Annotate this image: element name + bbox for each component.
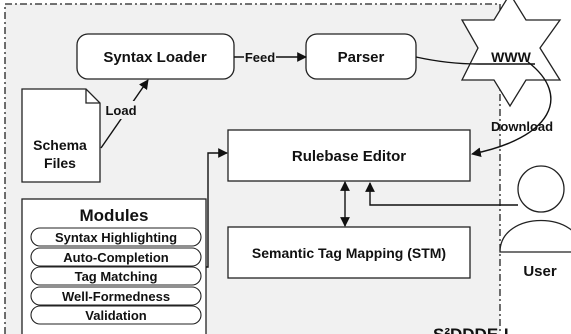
schema-files-node: Schema Files: [21, 88, 101, 183]
rulebase-editor-label: Rulebase Editor: [292, 148, 406, 165]
parser-label: Parser: [338, 49, 385, 66]
modules-title: Modules: [80, 206, 149, 225]
modules-rulebase-arrow: [206, 148, 228, 268]
stm-label: Semantic Tag Mapping (STM): [252, 245, 446, 261]
boundary-label: S²DDDE-I: [433, 325, 509, 334]
module-pill: [30, 286, 202, 306]
schema-files-label-2: Files: [44, 155, 76, 171]
module-label: Tag Matching: [75, 269, 158, 284]
module-label: Syntax Highlighting: [55, 230, 177, 245]
parser-node: Parser: [305, 33, 417, 80]
module-pill: [30, 305, 202, 325]
stm-node: Semantic Tag Mapping (STM): [227, 226, 471, 279]
feed-label: Feed: [245, 50, 275, 65]
parser-www-connector: [415, 56, 535, 65]
user-rulebase-arrow: [365, 182, 518, 206]
www-node: WWW: [460, 0, 562, 108]
schema-files-label-1: Schema: [33, 137, 87, 153]
modules-panel: Modules Syntax Highlighting Auto-Complet…: [21, 198, 207, 334]
download-label: Download: [491, 119, 553, 134]
syntax-loader-label: Syntax Loader: [103, 49, 207, 66]
user-icon: [499, 165, 571, 253]
module-label: Well-Formedness: [62, 289, 170, 304]
www-label: WWW: [491, 49, 531, 65]
user-label: User: [523, 263, 557, 280]
download-arrow: [471, 61, 552, 158]
rulebase-editor-node: Rulebase Editor: [227, 129, 471, 182]
module-pill: [30, 227, 202, 247]
module-pill: [30, 266, 202, 286]
module-label: Validation: [85, 308, 146, 323]
syntax-loader-node: Syntax Loader: [76, 33, 235, 80]
load-label: Load: [105, 103, 136, 118]
module-pill: [30, 247, 202, 267]
module-label: Auto-Completion: [63, 250, 168, 265]
